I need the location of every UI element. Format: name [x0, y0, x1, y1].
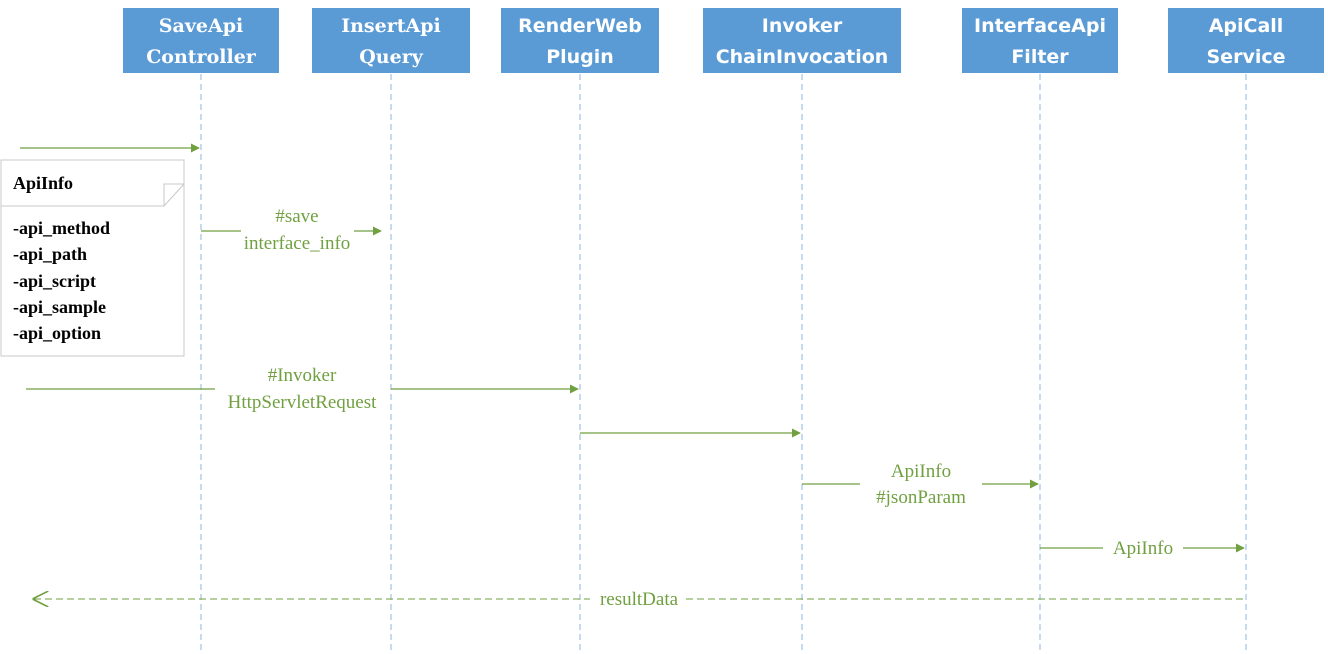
lifelines	[200, 74, 1247, 654]
message-save-interface-info: #save interface_info	[201, 206, 382, 254]
note-field: -api_method	[13, 218, 110, 238]
note-field: -api_sample	[13, 297, 106, 317]
message-apiinfo-jsonparam: ApiInfo #jsonParam	[802, 461, 1039, 508]
note-field: -api_script	[13, 271, 96, 291]
message-apiinfo-to-service: ApiInfo	[1040, 538, 1245, 559]
participant-interfaceapi-filter: InterfaceApi Filter	[962, 8, 1118, 73]
participant-name: InterfaceApi	[974, 15, 1106, 37]
participant-type: Plugin	[546, 46, 614, 68]
participant-name: SaveApi	[159, 15, 243, 37]
participant-type: Controller	[146, 46, 257, 68]
participant-type: Service	[1207, 46, 1286, 68]
apiinfo-note: ApiInfo -api_method -api_path -api_scrip…	[0, 159, 185, 357]
note-field: -api_path	[13, 244, 87, 264]
message-label: resultData	[600, 589, 679, 610]
participant-renderweb-plugin: RenderWeb Plugin	[501, 8, 659, 73]
participant-apicall-service: ApiCall Service	[1168, 8, 1324, 73]
participant-insertapi-query: InsertApi Query	[312, 8, 470, 73]
message-label: ApiInfo	[1113, 538, 1173, 559]
participant-type: Query	[359, 46, 423, 68]
message-return-resultdata: resultData	[34, 589, 1246, 610]
participant-name: ApiCall	[1209, 15, 1284, 37]
participant-saveapi-controller: SaveApi Controller	[123, 8, 279, 73]
message-label: HttpServletRequest	[228, 392, 378, 413]
participant-type: Filter	[1011, 46, 1069, 68]
message-label: #jsonParam	[876, 487, 966, 508]
message-label: #save	[275, 206, 318, 227]
participant-name: InsertApi	[341, 15, 441, 37]
message-label: #Invoker	[268, 365, 337, 386]
participant-name: RenderWeb	[518, 15, 642, 37]
participant-invoker-chaininvocation: Invoker ChainInvocation	[703, 8, 901, 73]
message-label: ApiInfo	[891, 461, 951, 482]
note-field: -api_option	[13, 323, 101, 343]
participant-type: ChainInvocation	[716, 46, 889, 68]
message-invoker-request: #Invoker HttpServletRequest	[26, 365, 579, 413]
note-title: ApiInfo	[13, 173, 73, 193]
participant-name: Invoker	[762, 15, 843, 37]
message-label: interface_info	[244, 233, 351, 254]
